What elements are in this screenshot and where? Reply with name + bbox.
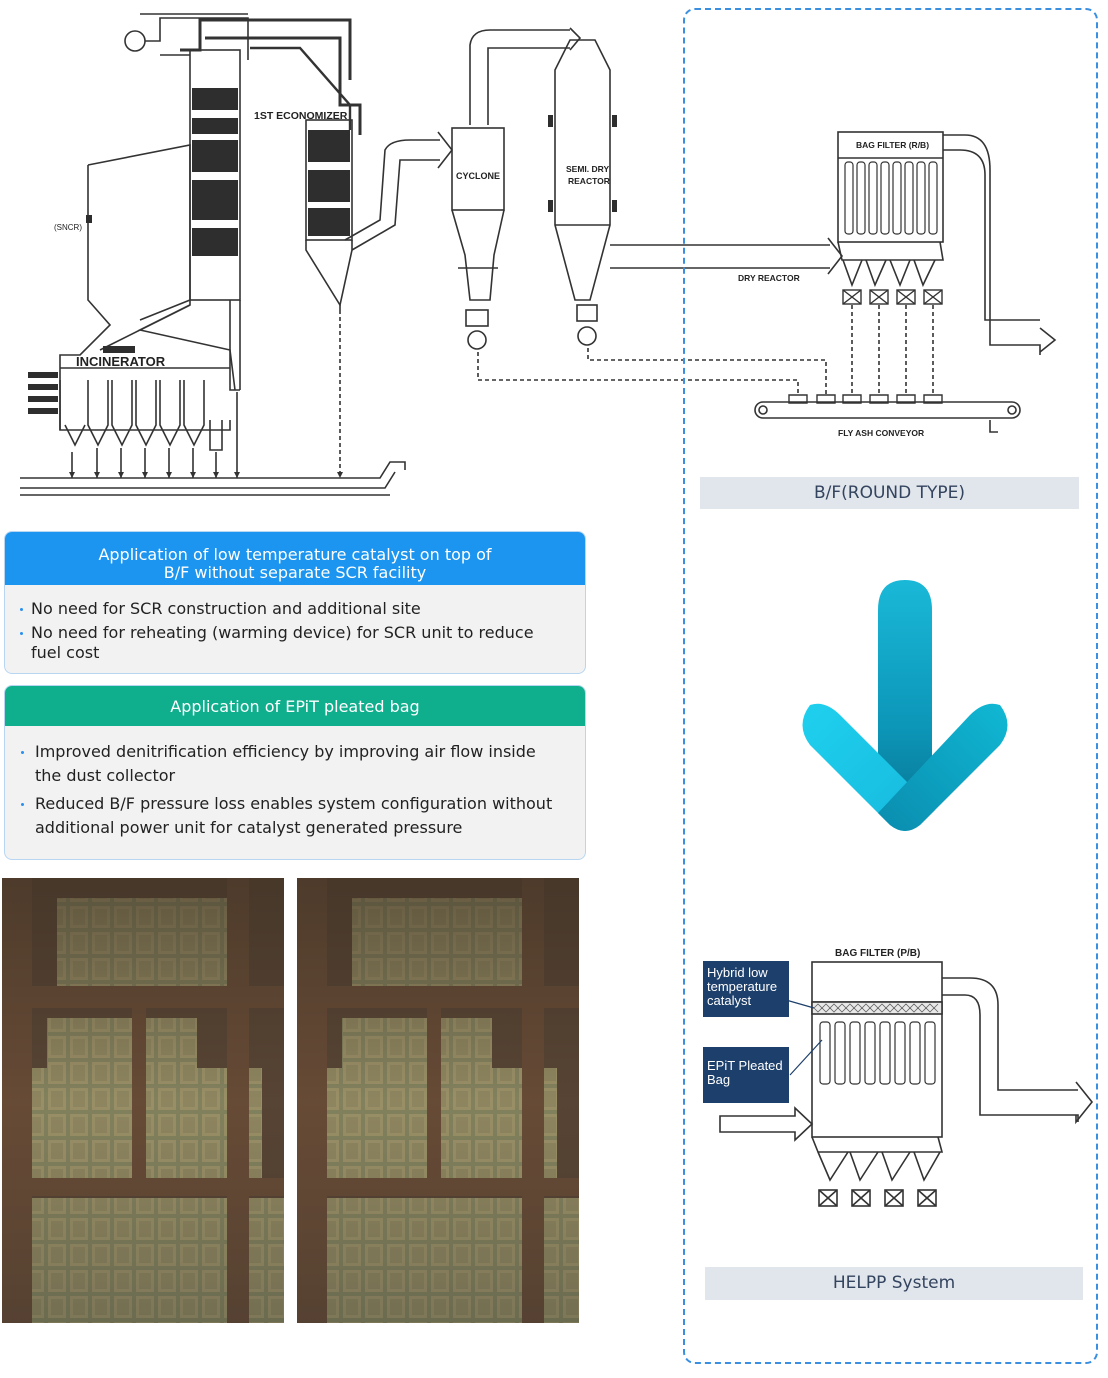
catalyst-photo-left — [2, 878, 284, 1323]
down-arrow-icon — [802, 580, 1008, 831]
callout-bag-line2: Bag — [707, 1072, 731, 1087]
card2-list: Improved denitrification efficiency by i… — [5, 726, 585, 859]
card1-list: No need for SCR construction and additio… — [5, 585, 585, 673]
process-flow-diagram: 1ST ECONOMIZER CYCLONE SEMI. DRY REACTOR… — [20, 13, 1057, 496]
card1-item: No need for reheating (warming device) f… — [20, 623, 565, 663]
helpp-comparison-frame — [683, 8, 1098, 1364]
callout-epit-bag: EPiT Pleated Bag — [703, 1047, 789, 1103]
bag-filter-pb-diagram: BAG FILTER (P/B) — [719, 948, 1094, 1207]
label-bag-filter-rb: BAG FILTER (R/B) — [856, 140, 929, 150]
card2-item: Improved denitrification efficiency by i… — [21, 740, 565, 788]
card2-item: Reduced B/F pressure loss enables system… — [21, 792, 565, 840]
helpp-system-label: HELPP System — [705, 1267, 1083, 1300]
callout-catalyst-line1: Hybrid low — [707, 965, 768, 980]
label-economizer: 1ST ECONOMIZER — [254, 110, 348, 122]
label-semi-dry-2: REACTOR — [568, 176, 610, 186]
label-fly-ash-conveyor: FLY ASH CONVEYOR — [838, 428, 924, 438]
callout-catalyst-line2: temperature — [707, 979, 778, 994]
card-epit-pleated-bag: Application of EPiT pleated bag Improved… — [4, 685, 586, 860]
catalyst-photo-right — [297, 878, 579, 1323]
card1-title-line2: B/F without separate SCR facility — [163, 563, 427, 582]
label-cyclone: CYCLONE — [456, 171, 500, 181]
label-dry-reactor: DRY REACTOR — [738, 273, 800, 283]
bf-round-type-label: B/F(ROUND TYPE) — [700, 477, 1079, 509]
label-sncr: (SNCR) — [54, 223, 82, 232]
callout-catalyst-line3: catalyst — [707, 993, 752, 1008]
card1-header: Application of low temperature catalyst … — [5, 532, 585, 585]
label-incinerator: INCINERATOR — [76, 354, 166, 369]
card1-title-line1: Application of low temperature catalyst … — [98, 545, 492, 564]
label-bag-filter-pb: BAG FILTER (P/B) — [835, 948, 920, 959]
card1-item: No need for SCR construction and additio… — [20, 599, 565, 619]
card2-header: Application of EPiT pleated bag — [5, 686, 585, 726]
callout-hybrid-catalyst: Hybrid low temperature catalyst — [703, 961, 789, 1017]
callout-bag-line1: EPiT Pleated — [707, 1058, 783, 1073]
card-low-temp-catalyst: Application of low temperature catalyst … — [4, 531, 586, 674]
label-semi-dry-1: SEMI. DRY — [566, 164, 609, 174]
